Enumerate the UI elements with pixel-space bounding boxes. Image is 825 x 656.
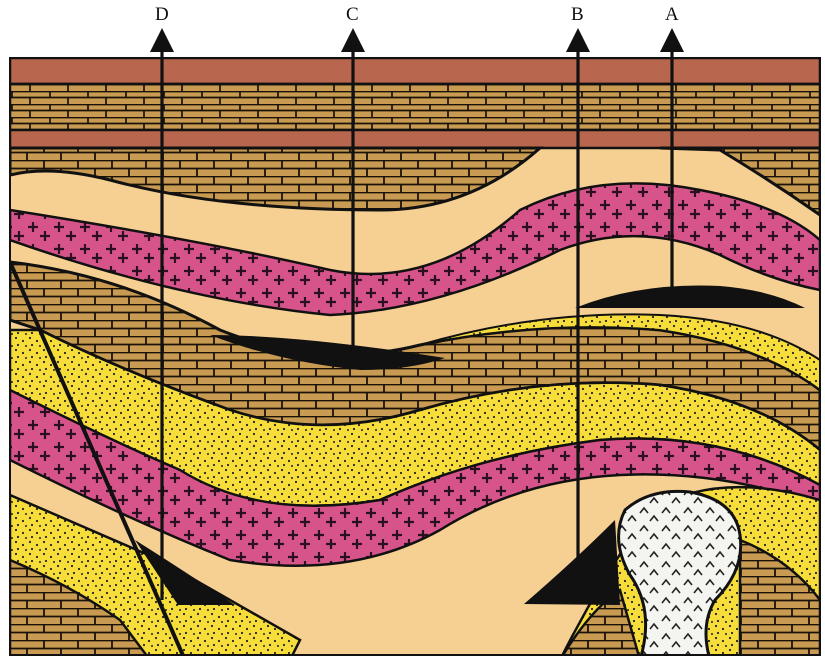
arrow-up-icon xyxy=(341,28,365,52)
arrow-up-icon xyxy=(150,28,174,52)
label-a: A xyxy=(665,4,679,25)
label-d: D xyxy=(155,4,169,25)
limestone-flat-layer xyxy=(10,84,820,130)
arrow-up-icon xyxy=(566,28,590,52)
label-b: B xyxy=(571,4,584,25)
label-c: C xyxy=(346,4,359,25)
cap-layer-top xyxy=(10,58,820,84)
arrow-up-icon xyxy=(660,28,684,52)
cap-layer-bottom xyxy=(10,130,820,148)
